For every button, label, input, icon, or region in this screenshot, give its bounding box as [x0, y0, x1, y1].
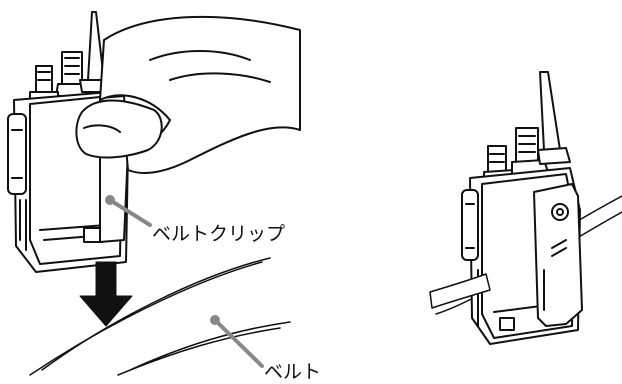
- belt-clip-leader-line: [108, 198, 152, 227]
- belt-strap: [29, 257, 291, 376]
- hand: [75, 15, 301, 174]
- down-arrow-icon: [79, 261, 133, 327]
- belt-leader-line: [213, 318, 264, 368]
- belt-label: ベルト: [264, 361, 321, 383]
- left-illustration: [7, 11, 301, 376]
- belt-clip-mounted: [533, 183, 583, 327]
- belt-clip-label: ベルトクリップ: [152, 223, 285, 245]
- belt-leader-dot: [210, 315, 220, 325]
- callout-leaders: [105, 195, 264, 368]
- antenna-right: [539, 71, 561, 151]
- belt-strap-front: [429, 273, 491, 309]
- belt-clip-leader-dot: [105, 195, 115, 205]
- right-illustration: [429, 71, 622, 345]
